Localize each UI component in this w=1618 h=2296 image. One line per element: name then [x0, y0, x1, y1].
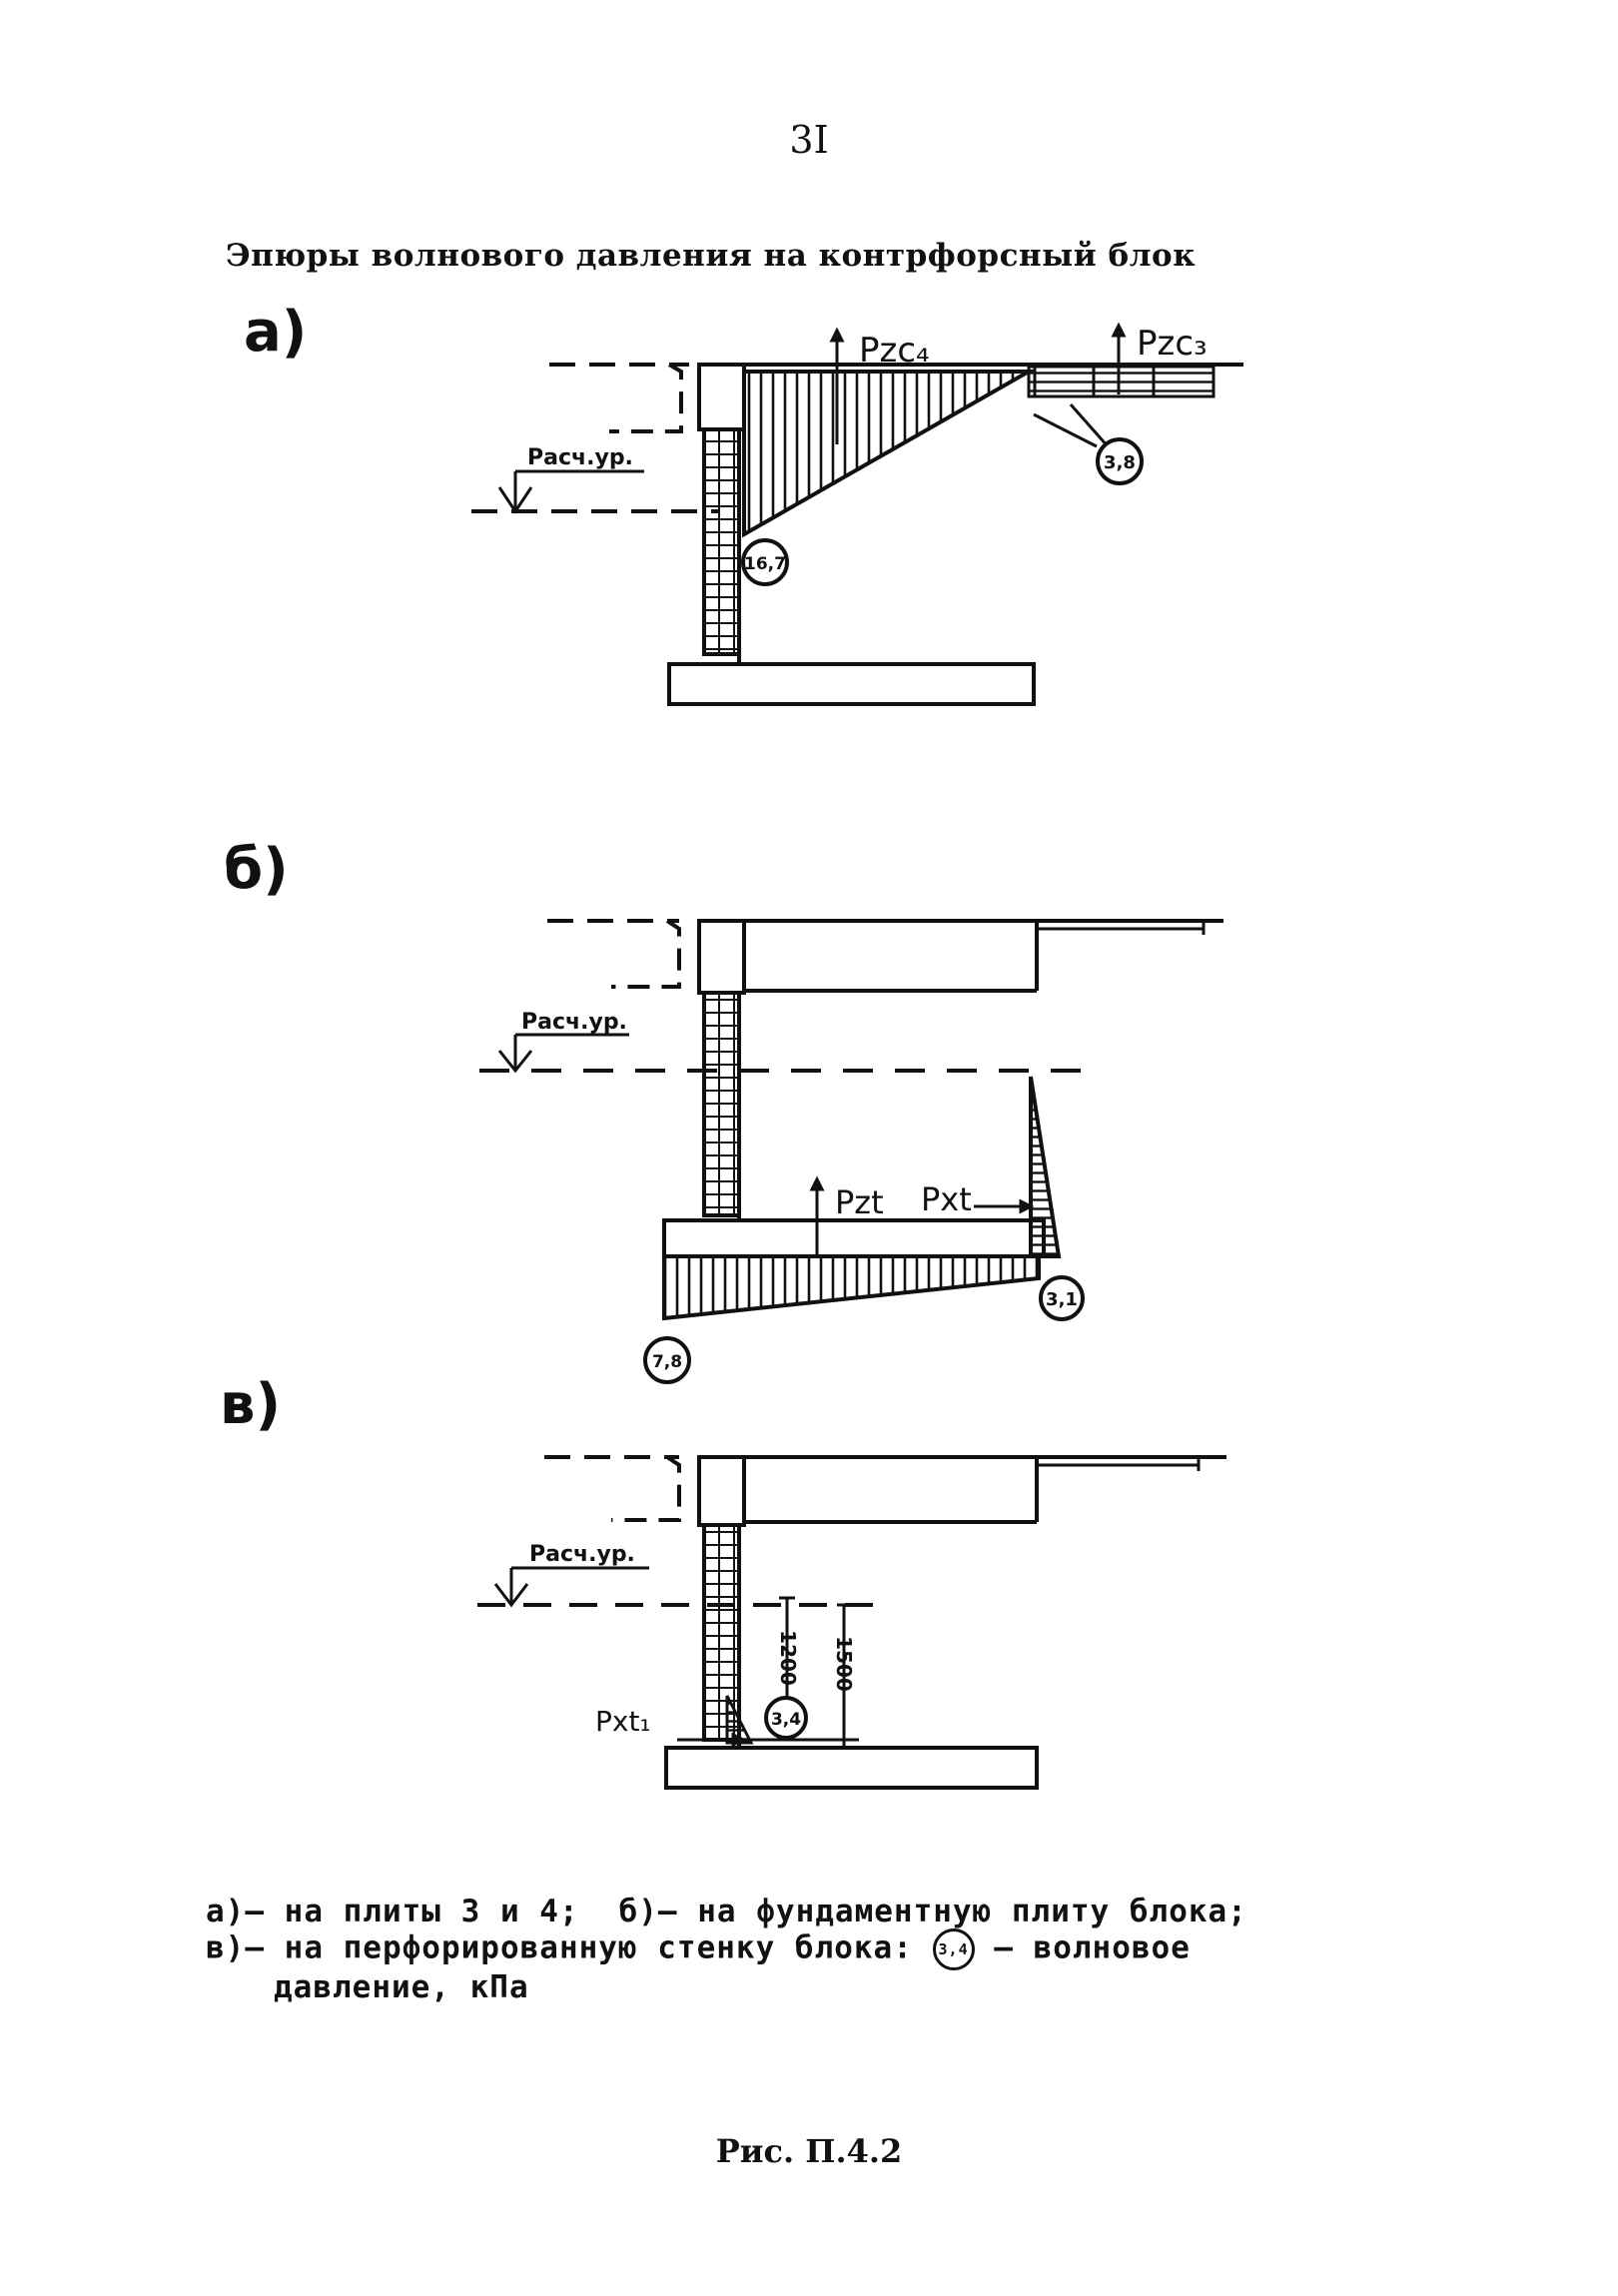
- foundation-slab-c: [664, 1746, 1039, 1790]
- pressure-epure-rect: [1027, 365, 1215, 398]
- wall-cap: [697, 363, 746, 431]
- figure-label: Рис. П.4.2: [715, 2132, 903, 2170]
- level-label-c: Pасч.ур.: [529, 1542, 635, 1567]
- value-circle-b2: [1039, 1275, 1085, 1321]
- panel-b-label: б): [224, 837, 289, 902]
- figure-caption: а)— на плиты 3 и 4; б)— на фундаментную п…: [206, 1895, 1524, 2004]
- force-label-pxt: Pxt: [921, 1180, 972, 1218]
- caption-part-legend: – волновое: [994, 1929, 1191, 1966]
- level-label-b: Pасч.ур.: [521, 1010, 627, 1035]
- force-label-pzc3: Pzc₃: [1137, 324, 1208, 364]
- foundation-slab: [667, 662, 1036, 706]
- crest-dashed-outline-c: [611, 1455, 681, 1522]
- foundation-slab-b: [662, 1218, 1046, 1258]
- force-label-pxt1: Pxt₁: [595, 1705, 651, 1738]
- pressure-epure-trapezoid: [742, 370, 1037, 538]
- panel-a-label: а): [244, 300, 308, 365]
- dimension-1500: 1500: [832, 1636, 856, 1692]
- value-circle-b1: [643, 1336, 691, 1384]
- caption-line-3: давление, кПа: [274, 1969, 529, 2005]
- panel-b-drawing: Pасч.ур. Pzt Pxt 3,1 7,8: [479, 919, 1223, 1384]
- panel-a-drawing: Pасч.ур. Pzc₄ Pzc₃ 3,8 16,7: [471, 322, 1243, 706]
- panel-c-label: в): [220, 1372, 282, 1437]
- force-label-pzt: Pzt: [835, 1183, 884, 1221]
- caption-part-b: б)— на фундаментную плиту блока;: [618, 1894, 1247, 1929]
- caption-part-c: в)— на перфорированную стенку блока:: [206, 1929, 913, 1966]
- panel-c-drawing: Pасч.ур. Pxt₁ 1200 1500 3,4: [477, 1455, 1226, 1790]
- caption-value-circle: 3,4: [932, 1928, 975, 1970]
- crest-dashed-outline: [609, 363, 683, 433]
- figure-heading: Эпюры волнового давления на контрфорсный…: [226, 238, 1197, 274]
- pressure-epure-foundation: [662, 1254, 1041, 1321]
- value-b2: 3,1: [1046, 1289, 1078, 1310]
- value-a1: 16,7: [744, 554, 786, 574]
- caption-part-a: а)— на плиты 3 и 4;: [206, 1894, 579, 1929]
- force-label-pzc4: Pzc₄: [859, 331, 930, 371]
- caption-line-2: в)— на перфорированную стенку блока: 3,4…: [206, 1928, 1524, 1970]
- perforated-wall: [702, 427, 741, 656]
- wall-cap-c: [697, 1455, 746, 1527]
- perforated-wall-b: [702, 991, 741, 1217]
- value-circle-a1: [741, 538, 789, 586]
- caption-line-1: а)— на плиты 3 и 4; б)— на фундаментную п…: [206, 1895, 1524, 1928]
- value-circle-c1: [764, 1696, 808, 1740]
- value-a2: 3,8: [1104, 452, 1136, 473]
- level-label-a: Pасч.ур.: [527, 445, 633, 470]
- value-b1: 7,8: [652, 1352, 682, 1372]
- dimension-1200: 1200: [776, 1630, 800, 1686]
- crest-dashed-outline-b: [611, 919, 681, 989]
- value-circle-a2: [1096, 437, 1144, 485]
- page-number: 3I: [789, 118, 829, 162]
- wall-cap-b: [697, 919, 746, 995]
- value-c1: 3,4: [771, 1710, 801, 1730]
